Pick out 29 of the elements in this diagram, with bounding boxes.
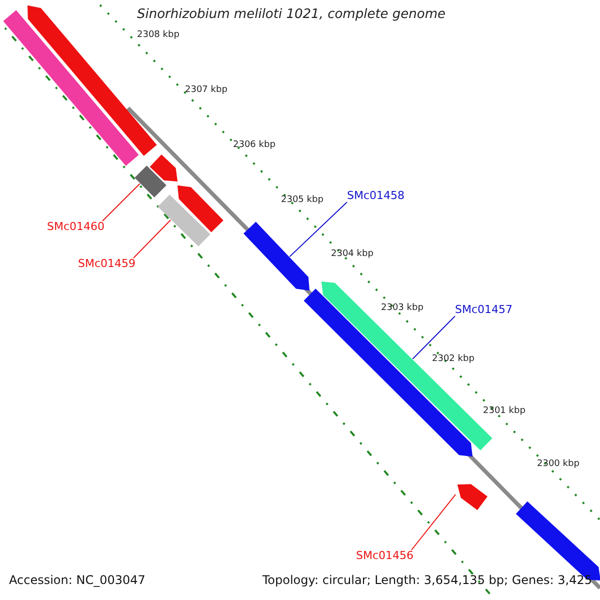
accession-text: Accession: NC_003047 xyxy=(9,574,146,588)
tick-label: 2305 kbp xyxy=(281,196,324,206)
tick-label: 2300 kbp xyxy=(537,460,580,470)
gene-feature xyxy=(134,166,166,198)
leader-line xyxy=(412,316,456,360)
gene-label: SMc01458 xyxy=(347,190,405,202)
leader-line xyxy=(133,220,172,258)
tick-label: 2308 kbp xyxy=(137,31,180,41)
tick-label: 2301 kbp xyxy=(483,407,526,417)
gene-feature xyxy=(150,154,178,182)
gene-feature xyxy=(3,10,139,166)
gene-label: SMc01457 xyxy=(455,304,513,316)
genome-stats-text: Topology: circular; Length: 3,654,135 bp; Genes: 3,425 xyxy=(262,574,592,588)
leader-line xyxy=(411,494,456,550)
gene-label: SMc01456 xyxy=(356,550,414,562)
leader-line xyxy=(102,183,140,222)
gene-label: SMc01459 xyxy=(78,258,136,270)
gene-feature xyxy=(244,222,310,291)
leader-line xyxy=(289,202,348,258)
tick-label: 2306 kbp xyxy=(233,141,276,151)
tick-label: 2307 kbp xyxy=(185,86,228,96)
tick-label: 2302 kbp xyxy=(432,355,474,365)
tick-label: 2304 kbp xyxy=(331,250,374,260)
gene-feature xyxy=(177,185,224,232)
gene-feature xyxy=(457,484,488,510)
gene-label: SMc01460 xyxy=(47,221,105,234)
gene-feature xyxy=(158,194,210,246)
title: Sinorhizobium meliloti 1021, complete genome xyxy=(137,8,446,22)
tick-label: 2303 kbp xyxy=(381,304,424,314)
